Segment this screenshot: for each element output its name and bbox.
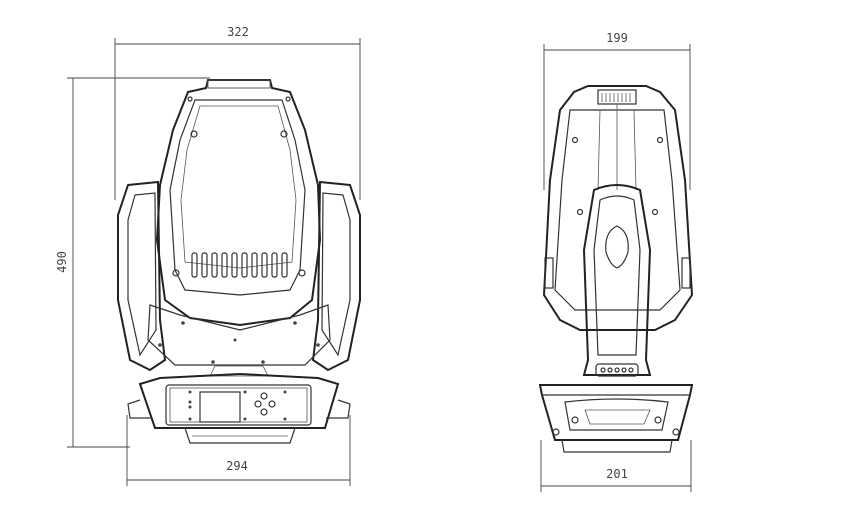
dimension-height: 490 — [55, 77, 210, 448]
fixture-yoke — [117, 180, 361, 372]
side-head — [542, 85, 694, 331]
side-view: 199 201 — [538, 31, 694, 492]
dimension-label-490: 490 — [55, 251, 69, 273]
dimension-top-width: 322 — [114, 25, 361, 200]
dimension-label-294: 294 — [226, 459, 248, 473]
front-view: 322 490 294 — [55, 25, 361, 486]
fixture-head — [155, 79, 322, 327]
side-base — [538, 384, 694, 453]
side-yoke-arm — [582, 184, 652, 377]
dimension-label-199: 199 — [606, 31, 628, 45]
side-vent — [601, 93, 631, 102]
fixture-base — [127, 365, 351, 444]
dimension-side-base-width: 201 — [540, 440, 692, 492]
dimension-side-top-width: 199 — [543, 31, 691, 190]
dimension-base-width: 294 — [126, 415, 351, 486]
dimension-label-322: 322 — [227, 25, 249, 39]
vent-slots — [191, 252, 288, 278]
display-screen — [199, 391, 241, 423]
dimension-label-201: 201 — [606, 467, 628, 481]
